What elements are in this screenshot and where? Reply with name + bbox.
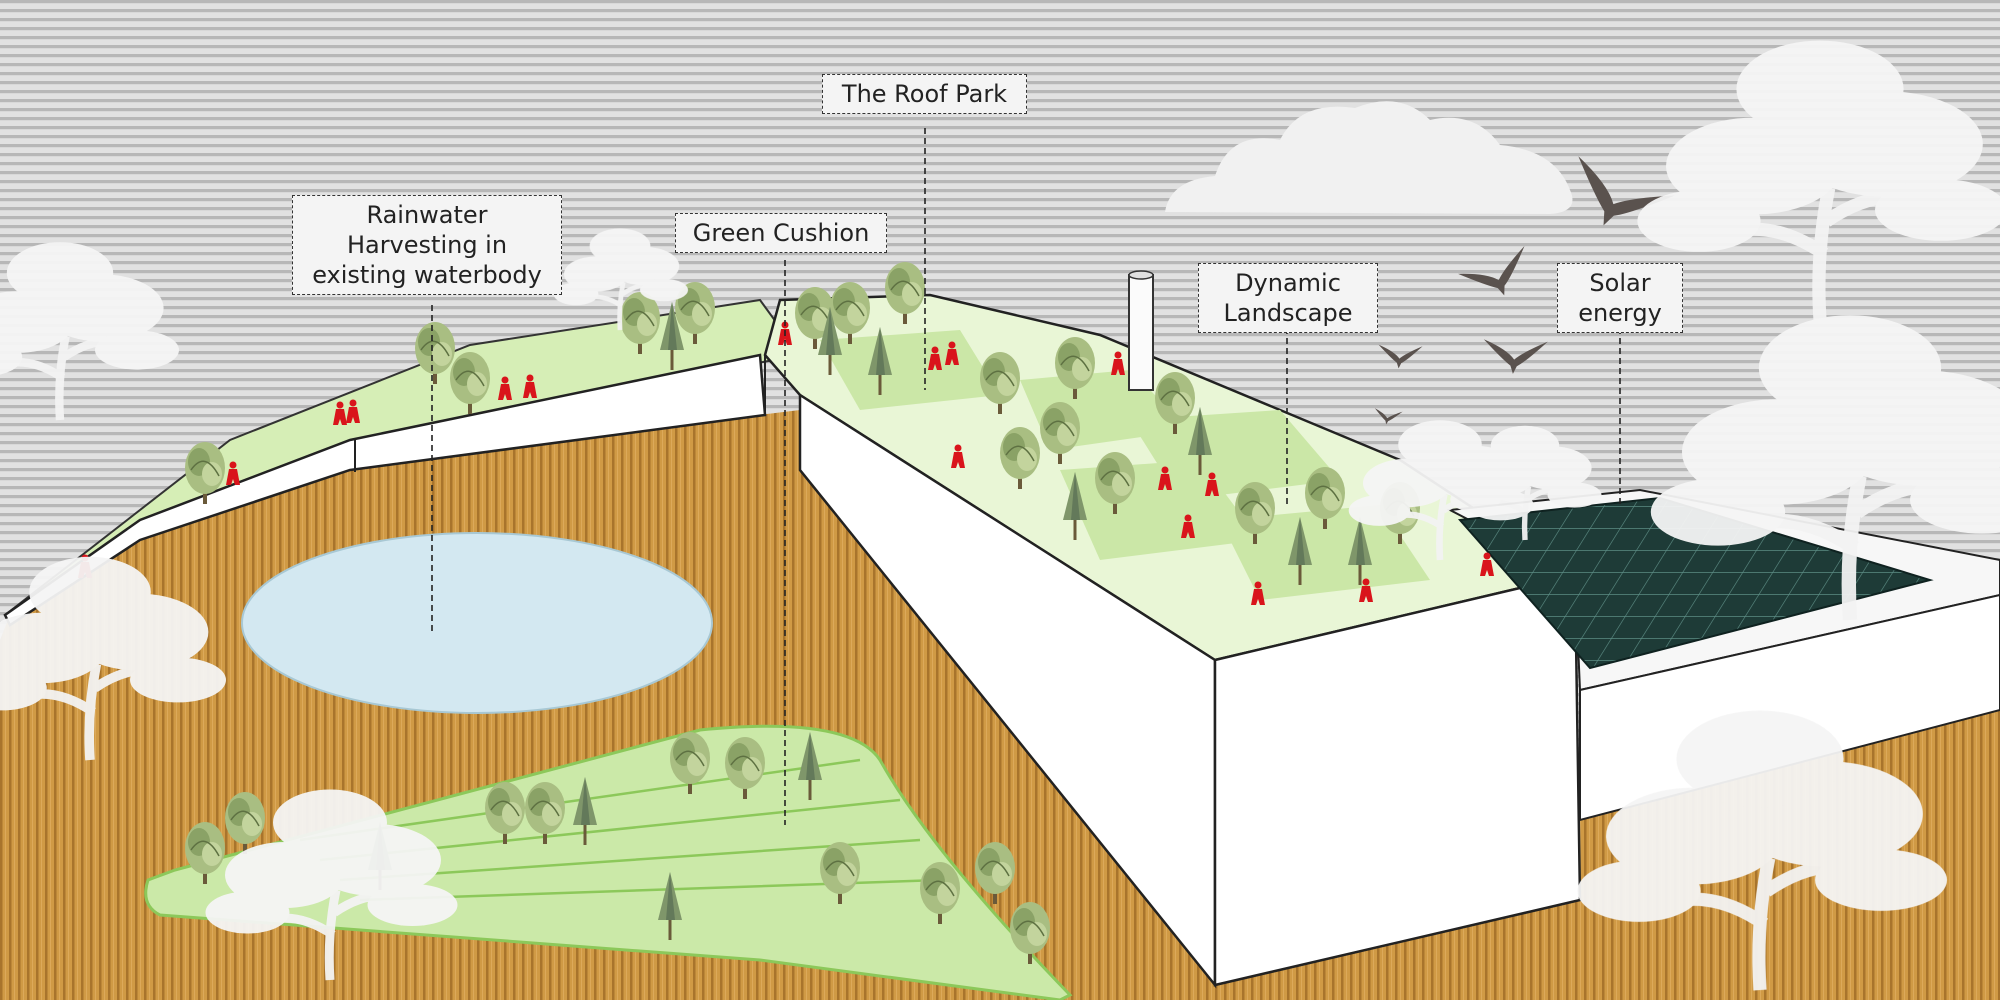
label-solar-energy: Solar energy [1557, 263, 1683, 333]
label-rainwater-harvesting: Rainwater Harvesting in existing waterbo… [292, 195, 562, 295]
solar-panels [1457, 496, 1934, 670]
green-cushion-lawn [144, 724, 1073, 1000]
main-building-wall-front [1213, 573, 1582, 987]
chimney-icon [1128, 270, 1154, 391]
leader-lines [431, 128, 1621, 825]
label-green-cushion: Green Cushion [675, 213, 887, 253]
label-dynamic-landscape: Dynamic Landscape [1198, 263, 1378, 333]
waterbody [241, 532, 713, 714]
label-roof-park: The Roof Park [822, 74, 1027, 114]
cloud-icon [1165, 101, 1573, 214]
